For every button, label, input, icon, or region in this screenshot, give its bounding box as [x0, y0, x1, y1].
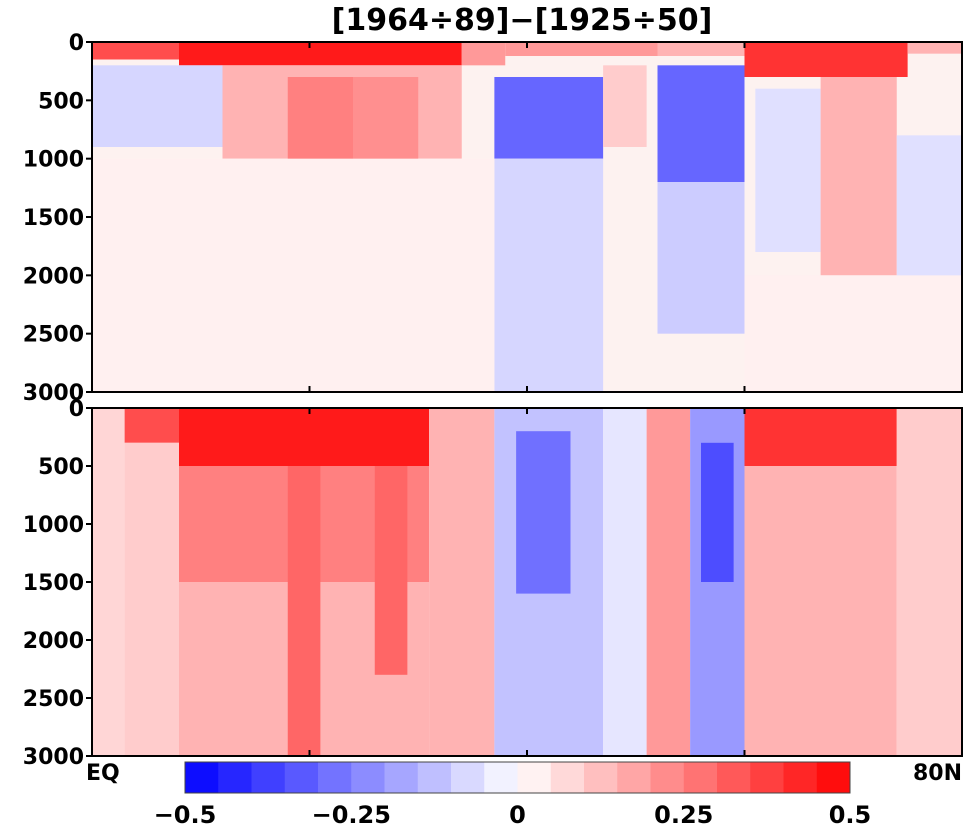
- heat-cell: [744, 466, 897, 756]
- heat-cell: [353, 77, 419, 171]
- heat-cell: [92, 65, 223, 147]
- y-tick-label: 1000: [23, 513, 84, 538]
- colorbar-swatch: [750, 762, 784, 793]
- colorbar-swatch: [384, 762, 419, 793]
- colorbar-swatch: [351, 762, 385, 793]
- y-tick-label: 2000: [23, 629, 84, 654]
- heat-cell: [744, 408, 897, 466]
- colorbar-swatch: [417, 762, 452, 793]
- y-tick-label: 1500: [23, 206, 84, 231]
- y-tick-label: 0: [69, 397, 84, 422]
- y-tick-label: 2000: [23, 264, 84, 289]
- colorbar-swatch: [218, 762, 252, 793]
- panel-top: 0 500 1000 1500 2000 2500 3000: [23, 31, 963, 406]
- colorbar-swatch: [517, 762, 552, 793]
- heat-cell: [494, 77, 604, 159]
- heat-cell: [820, 77, 897, 276]
- heat-cell: [907, 42, 962, 54]
- heat-cell: [124, 442, 179, 756]
- heat-cell: [92, 158, 495, 392]
- colorbar-swatch: [584, 762, 618, 793]
- x-tick-label: 80N: [913, 761, 962, 786]
- heat-cell: [505, 42, 658, 56]
- colorbar-tick-label: −0.5: [154, 801, 217, 829]
- colorbar-tick-label: 0.5: [829, 801, 872, 829]
- heat-cell: [92, 42, 179, 60]
- y-tick-label: 2500: [23, 323, 84, 348]
- colorbar-swatch: [484, 762, 518, 793]
- heat-cell: [701, 442, 734, 582]
- y-tick-label: 2500: [23, 687, 84, 712]
- heat-cell: [461, 42, 506, 66]
- heat-cell: [92, 408, 125, 756]
- heat-cell: [494, 158, 604, 392]
- heat-cell: [124, 408, 179, 443]
- colorbar-swatch: [650, 762, 685, 793]
- colorbar-tick-label: −0.25: [312, 801, 391, 829]
- heat-cell: [657, 42, 745, 56]
- colorbar-swatch: [617, 762, 651, 793]
- heat-cell: [179, 408, 430, 466]
- colorbar-swatch: [816, 762, 851, 793]
- colorbar-tick-label: 0: [509, 801, 526, 829]
- heat-cell: [646, 408, 691, 756]
- colorbar-swatch: [683, 762, 718, 793]
- heat-cell: [657, 65, 745, 182]
- colorbar-swatch: [550, 762, 585, 793]
- y-tick-label: 500: [38, 89, 84, 114]
- y-tick-label: 3000: [23, 381, 84, 406]
- heat-cell: [744, 275, 962, 392]
- heat-cell: [755, 88, 821, 253]
- colorbar-swatch: [185, 762, 219, 793]
- chart-title: [1964÷89]−[1925÷50]: [332, 3, 713, 38]
- heat-cell: [287, 466, 321, 756]
- panel-bottom: 0 500 1000 1500 2000 2500 3000: [23, 397, 963, 770]
- heat-cell: [374, 466, 408, 675]
- heat-cell: [179, 42, 462, 66]
- colorbar-swatch: [251, 762, 286, 793]
- x-tick-label: EQ: [86, 761, 120, 786]
- colorbar-swatch: [451, 762, 485, 793]
- heat-cell: [744, 42, 908, 77]
- colorbar-swatch: [318, 762, 352, 793]
- colorbar-swatch: [284, 762, 319, 793]
- y-tick-label: 0: [69, 31, 84, 56]
- colorbar-tick-label: 0.25: [654, 801, 713, 829]
- heat-cell: [657, 182, 745, 334]
- heat-cell: [516, 431, 571, 594]
- colorbar-swatch: [783, 762, 818, 793]
- heat-cell: [603, 408, 647, 756]
- y-tick-label: 500: [38, 455, 84, 480]
- colorbar-swatch: [717, 762, 751, 793]
- y-tick-label: 3000: [23, 745, 84, 770]
- heat-cell: [429, 408, 495, 756]
- heat-cell: [603, 65, 647, 147]
- y-tick-label: 1000: [23, 148, 84, 173]
- heat-cell: [896, 408, 962, 756]
- y-tick-label: 1500: [23, 571, 84, 596]
- colorbar-frame: [184, 761, 851, 794]
